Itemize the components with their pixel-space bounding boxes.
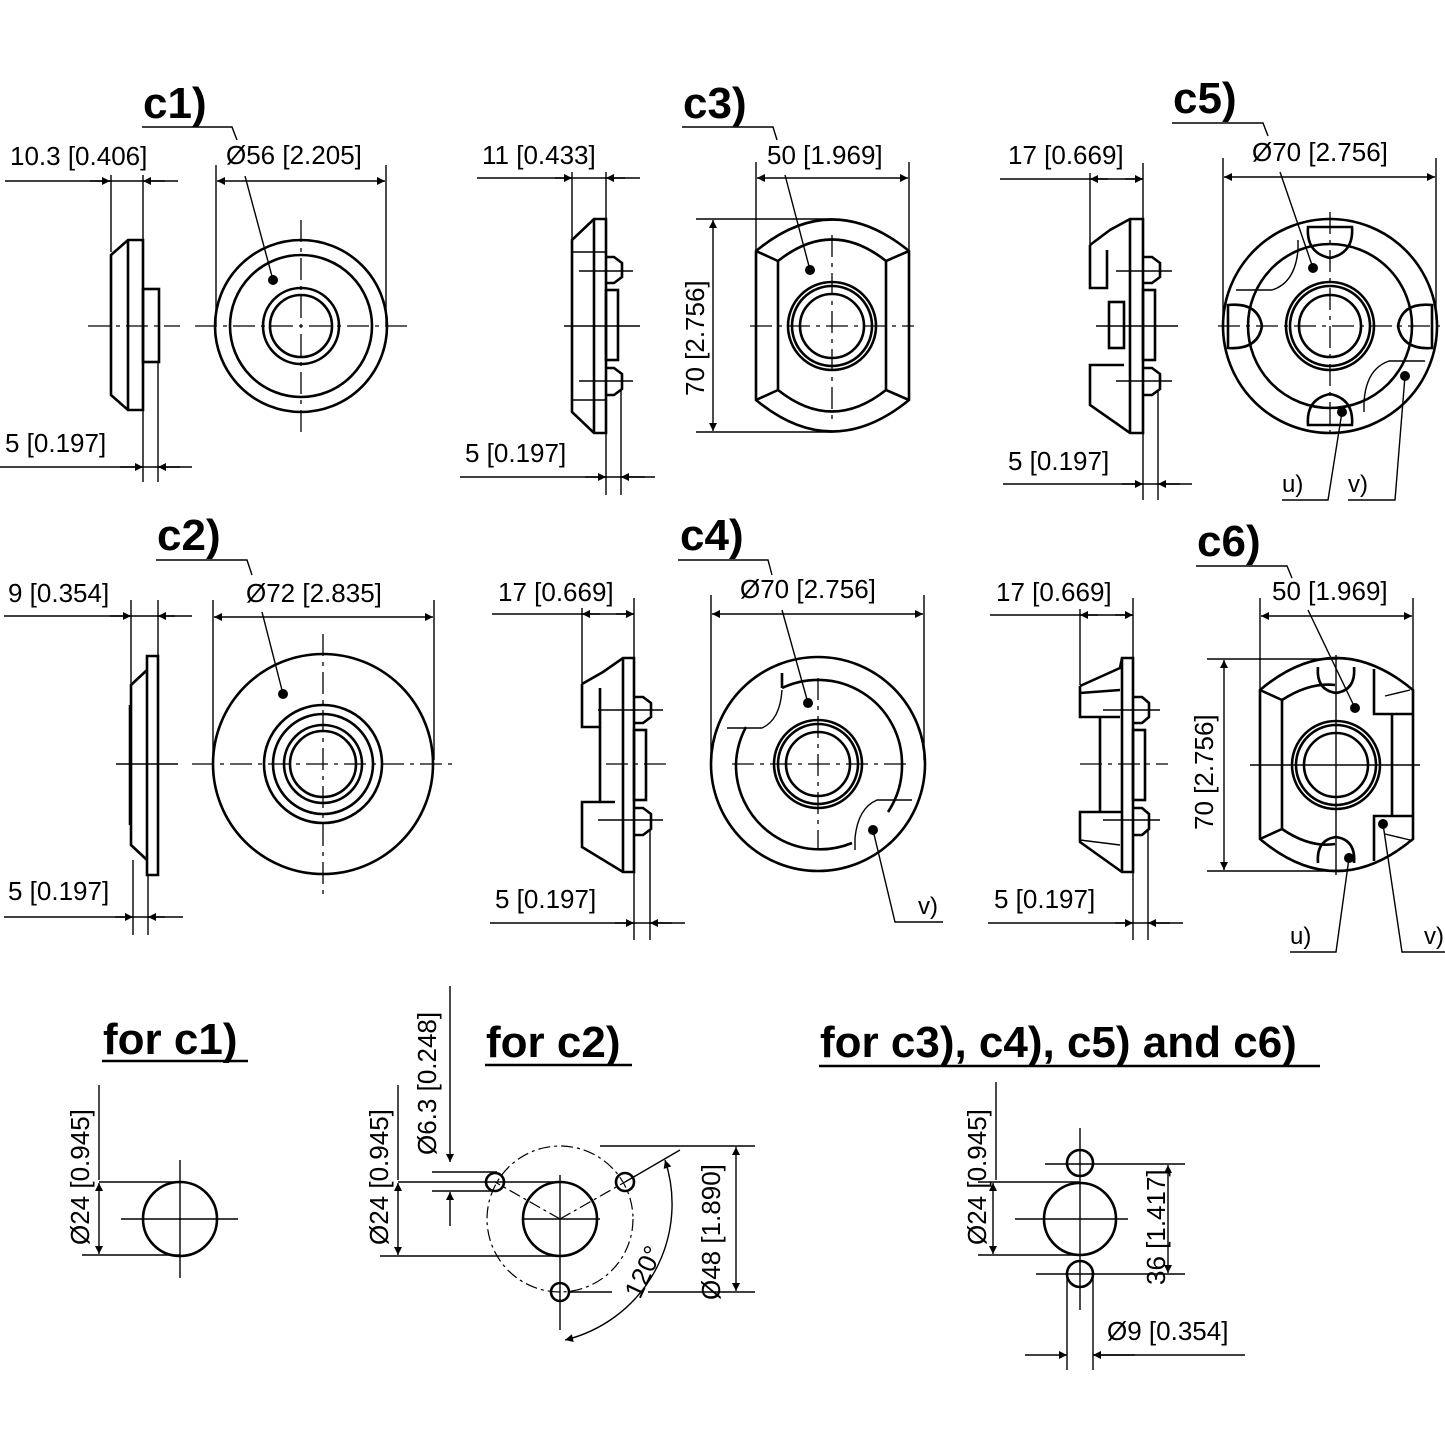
hole-dia-dim: Ø24 [0.945]	[364, 1109, 394, 1245]
side-offset-dim: 5 [0.197]	[8, 876, 109, 906]
variant-title: c5)	[1173, 74, 1237, 123]
title-leader	[156, 559, 253, 576]
front-height-dim: 70 [2.756]	[680, 280, 710, 396]
side-view: 17 [0.669] 5 [0.197]	[1000, 140, 1192, 500]
callout-v: v)	[918, 893, 938, 920]
front-dia-dim: Ø56 [2.205]	[226, 140, 362, 170]
side-width-dim: 10.3 [0.406]	[10, 141, 147, 171]
title-leader	[682, 126, 778, 141]
cutout-for-c3-c6: for c3), c4), c5) and c6) Ø24 [0.945] 36…	[819, 1018, 1320, 1370]
variant-c6: c6) 17 [0.669] 5 [0.197]	[988, 517, 1445, 953]
side-offset-dim: 5 [0.197]	[1008, 446, 1109, 476]
variant-title: c1)	[143, 79, 207, 128]
side-offset-dim: 5 [0.197]	[495, 884, 596, 914]
front-view: Ø56 [2.205]	[195, 140, 408, 432]
variant-title: c2)	[157, 511, 221, 560]
side-view: 17 [0.669] 5 [0.197]	[490, 577, 685, 940]
front-dia-dim: Ø70 [2.756]	[740, 574, 876, 604]
variant-c2: c2) 9 [0.354] 5 [0.197] Ø72 [2.835]	[4, 511, 456, 935]
variant-title: c3)	[683, 79, 747, 128]
front-height-dim: 70 [2.756]	[1189, 714, 1219, 830]
title-leader	[142, 126, 238, 141]
front-view: Ø70 [2.756] u)	[1218, 137, 1445, 501]
bolt-hole-dia-dim: Ø6.3 [0.248]	[412, 1012, 442, 1155]
front-view: Ø70 [2.756] v)	[709, 574, 943, 923]
cutout-for-c2: for c2) Ø24 [0.945] Ø6.3 [0.248] 120° Ø4…	[364, 986, 755, 1342]
callout-v: v)	[1424, 923, 1444, 950]
side-offset-dim: 5 [0.197]	[5, 428, 106, 458]
callout-u: u)	[1282, 471, 1303, 498]
variant-c5: c5) 17 [0.669] 5 [0.197] Ø70	[1000, 74, 1445, 501]
side-view: 17 [0.669] 5 [0.197]	[988, 577, 1183, 940]
title-leader	[678, 559, 773, 576]
front-dia-dim: Ø72 [2.835]	[246, 578, 382, 608]
callout-v: v)	[1348, 471, 1368, 498]
front-dia-dim: Ø70 [2.756]	[1252, 137, 1388, 167]
variant-title: c6)	[1197, 517, 1261, 566]
cutout-title: for c1)	[103, 1015, 237, 1064]
side-width-dim: 9 [0.354]	[8, 578, 109, 608]
variant-c1: c1) 10.3 [0.406] 5 [0.197] Ø56 [2.205]	[0, 79, 408, 482]
side-width-dim: 11 [0.433]	[482, 140, 596, 170]
hole-spacing-dim: 36 [1.417]	[1141, 1169, 1171, 1285]
cutout-for-c1: for c1) Ø24 [0.945]	[65, 1015, 248, 1278]
cutout-title: for c2)	[486, 1018, 620, 1067]
side-view: 10.3 [0.406] 5 [0.197]	[0, 141, 192, 482]
variant-title: c4)	[680, 511, 744, 560]
callout-u: u)	[1290, 923, 1311, 950]
front-width-dim: 50 [1.969]	[1272, 576, 1388, 606]
cutout-title: for c3), c4), c5) and c6)	[820, 1018, 1297, 1067]
front-width-dim: 50 [1.969]	[767, 140, 883, 170]
bolt-circle-dim: Ø48 [1.890]	[696, 1164, 726, 1300]
front-view: Ø72 [2.835]	[192, 578, 456, 897]
front-view: 50 [1.969] 70 [2.756]	[1189, 576, 1445, 953]
side-width-dim: 17 [0.669]	[996, 577, 1112, 607]
side-width-dim: 17 [0.669]	[1008, 140, 1124, 170]
hole-dia-dim: Ø24 [0.945]	[65, 1109, 95, 1245]
side-view: 11 [0.433] 5 [0.197]	[460, 140, 655, 495]
variant-c3: c3) 11 [0.433] 5 [0.197] 50 [	[460, 79, 914, 495]
variant-c4: c4) 17 [0.669] 5 [0.197] Ø70	[490, 511, 943, 940]
side-offset-dim: 5 [0.197]	[994, 884, 1095, 914]
side-width-dim: 17 [0.669]	[498, 577, 614, 607]
small-hole-dia-dim: Ø9 [0.354]	[1107, 1316, 1228, 1346]
front-view: 50 [1.969] 70 [2.756]	[680, 140, 914, 433]
side-view: 9 [0.354] 5 [0.197]	[4, 578, 192, 935]
hole-dia-dim: Ø24 [0.945]	[962, 1109, 992, 1245]
title-leader	[1196, 565, 1293, 579]
side-offset-dim: 5 [0.197]	[465, 438, 566, 468]
title-leader	[1172, 122, 1269, 137]
